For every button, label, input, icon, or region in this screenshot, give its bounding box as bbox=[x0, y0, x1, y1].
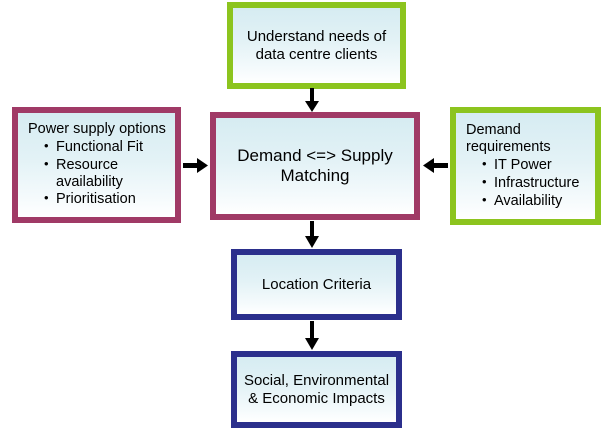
node-location-criteria-label: Location Criteria bbox=[261, 275, 372, 293]
node-demand-requirements-bullets: IT Power Infrastructure Availability bbox=[466, 156, 579, 210]
arrow-location-to-impacts bbox=[303, 321, 321, 351]
node-demand-requirements-heading: Demand requirements bbox=[466, 121, 551, 155]
list-item: Functional Fit bbox=[44, 138, 169, 156]
arrow-power-to-matching bbox=[183, 156, 209, 175]
node-demand-supply-matching-label: Demand <=> Supply Matching bbox=[237, 145, 393, 185]
list-item: Availability bbox=[482, 192, 579, 210]
node-power-supply-options: Power supply options Functional Fit Reso… bbox=[12, 107, 181, 223]
list-item: Prioritisation bbox=[44, 190, 169, 208]
node-understand-needs-label: Understand needs of data centre clients bbox=[246, 27, 387, 63]
node-demand-requirements: Demand requirements IT Power Infrastruct… bbox=[450, 107, 601, 225]
node-power-supply-options-heading: Power supply options bbox=[28, 120, 166, 137]
node-location-criteria: Location Criteria bbox=[231, 249, 402, 320]
arrow-understand-to-matching bbox=[303, 88, 321, 113]
node-power-supply-options-bullets: Functional Fit Resource availability Pri… bbox=[28, 138, 169, 209]
node-demand-supply-matching: Demand <=> Supply Matching bbox=[210, 112, 420, 220]
arrow-matching-to-location bbox=[303, 221, 321, 249]
list-item: Resource availability bbox=[44, 156, 169, 191]
arrow-demand-to-matching bbox=[422, 156, 448, 175]
list-item: IT Power bbox=[482, 156, 579, 174]
list-item: Infrastructure bbox=[482, 174, 579, 192]
node-impacts: Social, Environmental & Economic Impacts bbox=[231, 351, 402, 428]
node-impacts-label: Social, Environmental & Economic Impacts bbox=[243, 371, 390, 407]
node-understand-needs: Understand needs of data centre clients bbox=[227, 2, 406, 89]
